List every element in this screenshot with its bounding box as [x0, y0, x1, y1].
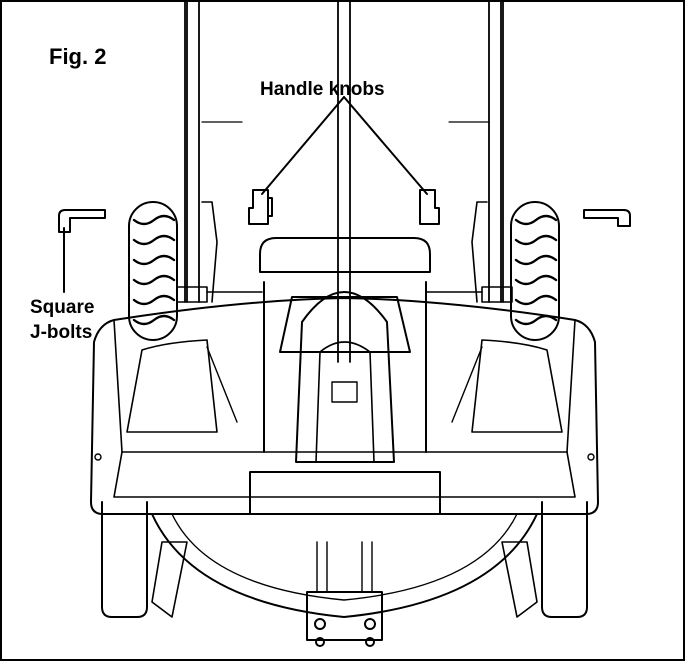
square-j-bolt-left — [58, 209, 106, 233]
right-wheel — [510, 201, 560, 341]
chute-assembly — [249, 237, 441, 515]
auger-housing — [151, 513, 538, 618]
lower-bracket — [306, 541, 383, 647]
label-handle-knobs: Handle knobs — [260, 79, 385, 100]
handle-knob-right — [419, 189, 440, 225]
callout-lines — [63, 96, 428, 293]
body-housing — [90, 297, 599, 618]
label-j-bolts: J-bolts — [30, 322, 92, 343]
left-wheel — [128, 201, 178, 341]
label-square: Square — [30, 297, 94, 318]
figure-title: Fig. 2 — [49, 44, 106, 69]
handle-knob-left — [248, 189, 273, 225]
scraper-flaps — [151, 541, 538, 618]
handle-brackets — [176, 201, 513, 303]
square-j-bolt-right — [583, 209, 631, 227]
handle-uprights — [184, 2, 504, 363]
